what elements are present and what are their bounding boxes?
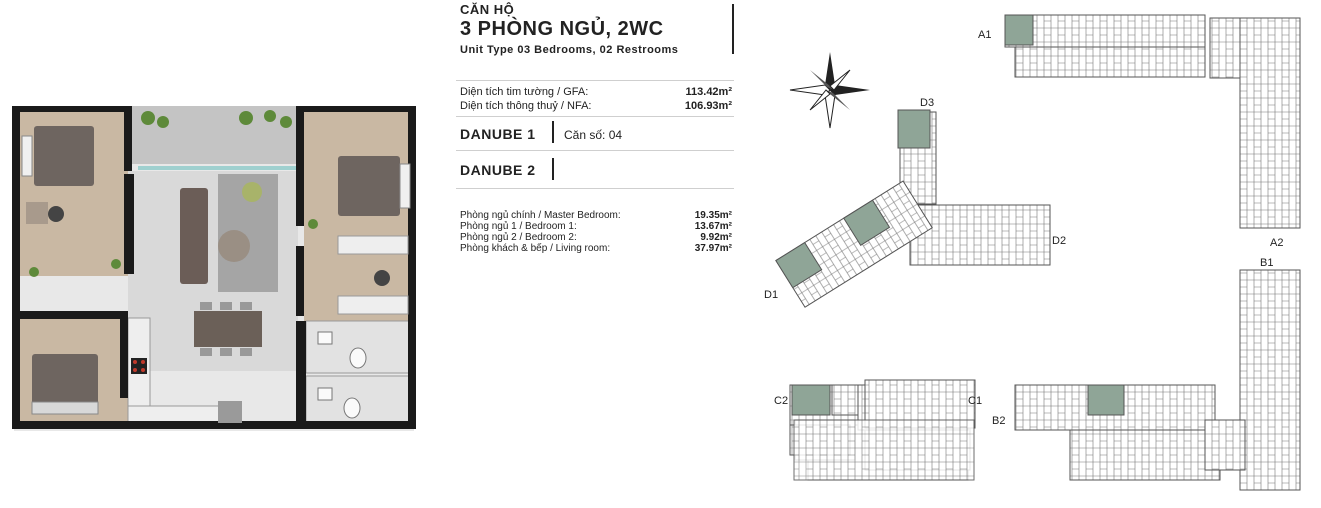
room-label: Phòng ngủ chính / Master Bedroom: [460, 210, 621, 221]
room-row: Phòng khách & bếp / Living room: 37.97m² [460, 243, 732, 254]
room-value: 37.97m² [694, 243, 732, 254]
room-label: Phòng ngủ 1 / Bedroom 1: [460, 221, 577, 232]
label-a1: A1 [978, 29, 991, 41]
bathroom-2 [305, 375, 415, 429]
divider-line [456, 116, 734, 117]
room-row: Phòng ngủ 1 / Bedroom 1: 13.67m² [460, 221, 732, 232]
divider-line [456, 80, 734, 81]
unit-info-panel: CĂN HỘ 3 PHÒNG NGỦ, 2WC Unit Type 03 Bed… [452, 0, 742, 503]
sofa [180, 188, 208, 284]
label-c1: C1 [968, 395, 982, 407]
highlight-unit-d3 [897, 109, 931, 149]
room-label: Phòng ngủ 2 / Bedroom 2: [460, 232, 577, 243]
label-b2: B2 [992, 415, 1005, 427]
divider-line [456, 188, 734, 189]
highlight-unit-d1-a [775, 241, 823, 289]
compass-icon [789, 52, 870, 129]
unit-kicker: CĂN HỘ [460, 2, 515, 17]
label-d3: D3 [920, 97, 934, 109]
tower-separator [552, 121, 554, 143]
unit-floor-plan [8, 96, 420, 436]
highlight-unit-a1 [1004, 14, 1034, 46]
room-label: Phòng khách & bếp / Living room: [460, 243, 611, 254]
label-b1: B1 [1260, 257, 1273, 269]
label-d2: D2 [1052, 235, 1066, 247]
highlight-unit-b2 [1087, 384, 1125, 416]
danube-1-unit: Căn số: 04 [564, 128, 623, 142]
room-row: Phòng ngủ chính / Master Bedroom: 19.35m… [460, 210, 732, 221]
divider-line [456, 150, 734, 151]
nfa-label: Diện tích thông thuỷ / NFA: [460, 100, 592, 112]
coffee-table [218, 230, 250, 262]
room-row: Phòng ngủ 2 / Bedroom 2: 9.92m² [460, 232, 732, 243]
tower-danube-1: DANUBE 1 [460, 126, 536, 142]
c1-side-cluster [793, 419, 975, 481]
block-d [775, 109, 1051, 308]
nfa-row: Diện tích thông thuỷ / NFA: 106.93m² [460, 100, 732, 112]
highlight-unit-d1-b [843, 199, 891, 247]
bedroom-2-bed [32, 354, 98, 410]
room-value: 13.67m² [694, 221, 732, 232]
site-plan: A1 A2 B1 B2 C1 C2 D1 D2 D3 [750, 0, 1321, 503]
label-a2: A2 [1270, 237, 1283, 249]
site-plan-drawing: A1 A2 B1 B2 C1 C2 D1 D2 D3 [764, 14, 1301, 491]
unit-title: 3 PHÒNG NGỦ, 2WC [460, 18, 664, 40]
nfa-value: 106.93m² [684, 100, 732, 112]
title-divider [732, 4, 734, 54]
gfa-label: Diện tích tim tường / GFA: [460, 86, 589, 98]
label-c2: C2 [774, 395, 788, 407]
block-b [1014, 269, 1301, 491]
room-value: 9.92m² [700, 232, 732, 243]
room-value: 19.35m² [694, 210, 732, 221]
gfa-value: 113.42m² [685, 86, 732, 98]
tower-danube-2: DANUBE 2 [460, 162, 536, 178]
gfa-row: Diện tích tim tường / GFA: 113.42m² [460, 86, 732, 98]
floor-plan-drawing [12, 106, 416, 431]
block-a [1004, 14, 1301, 229]
bedroom-1-bed [338, 156, 400, 216]
dining-table [194, 311, 262, 347]
tower-separator [552, 158, 554, 180]
label-d1: D1 [764, 289, 778, 301]
unit-subtitle: Unit Type 03 Bedrooms, 02 Restrooms [460, 44, 679, 56]
master-bed [34, 126, 94, 186]
